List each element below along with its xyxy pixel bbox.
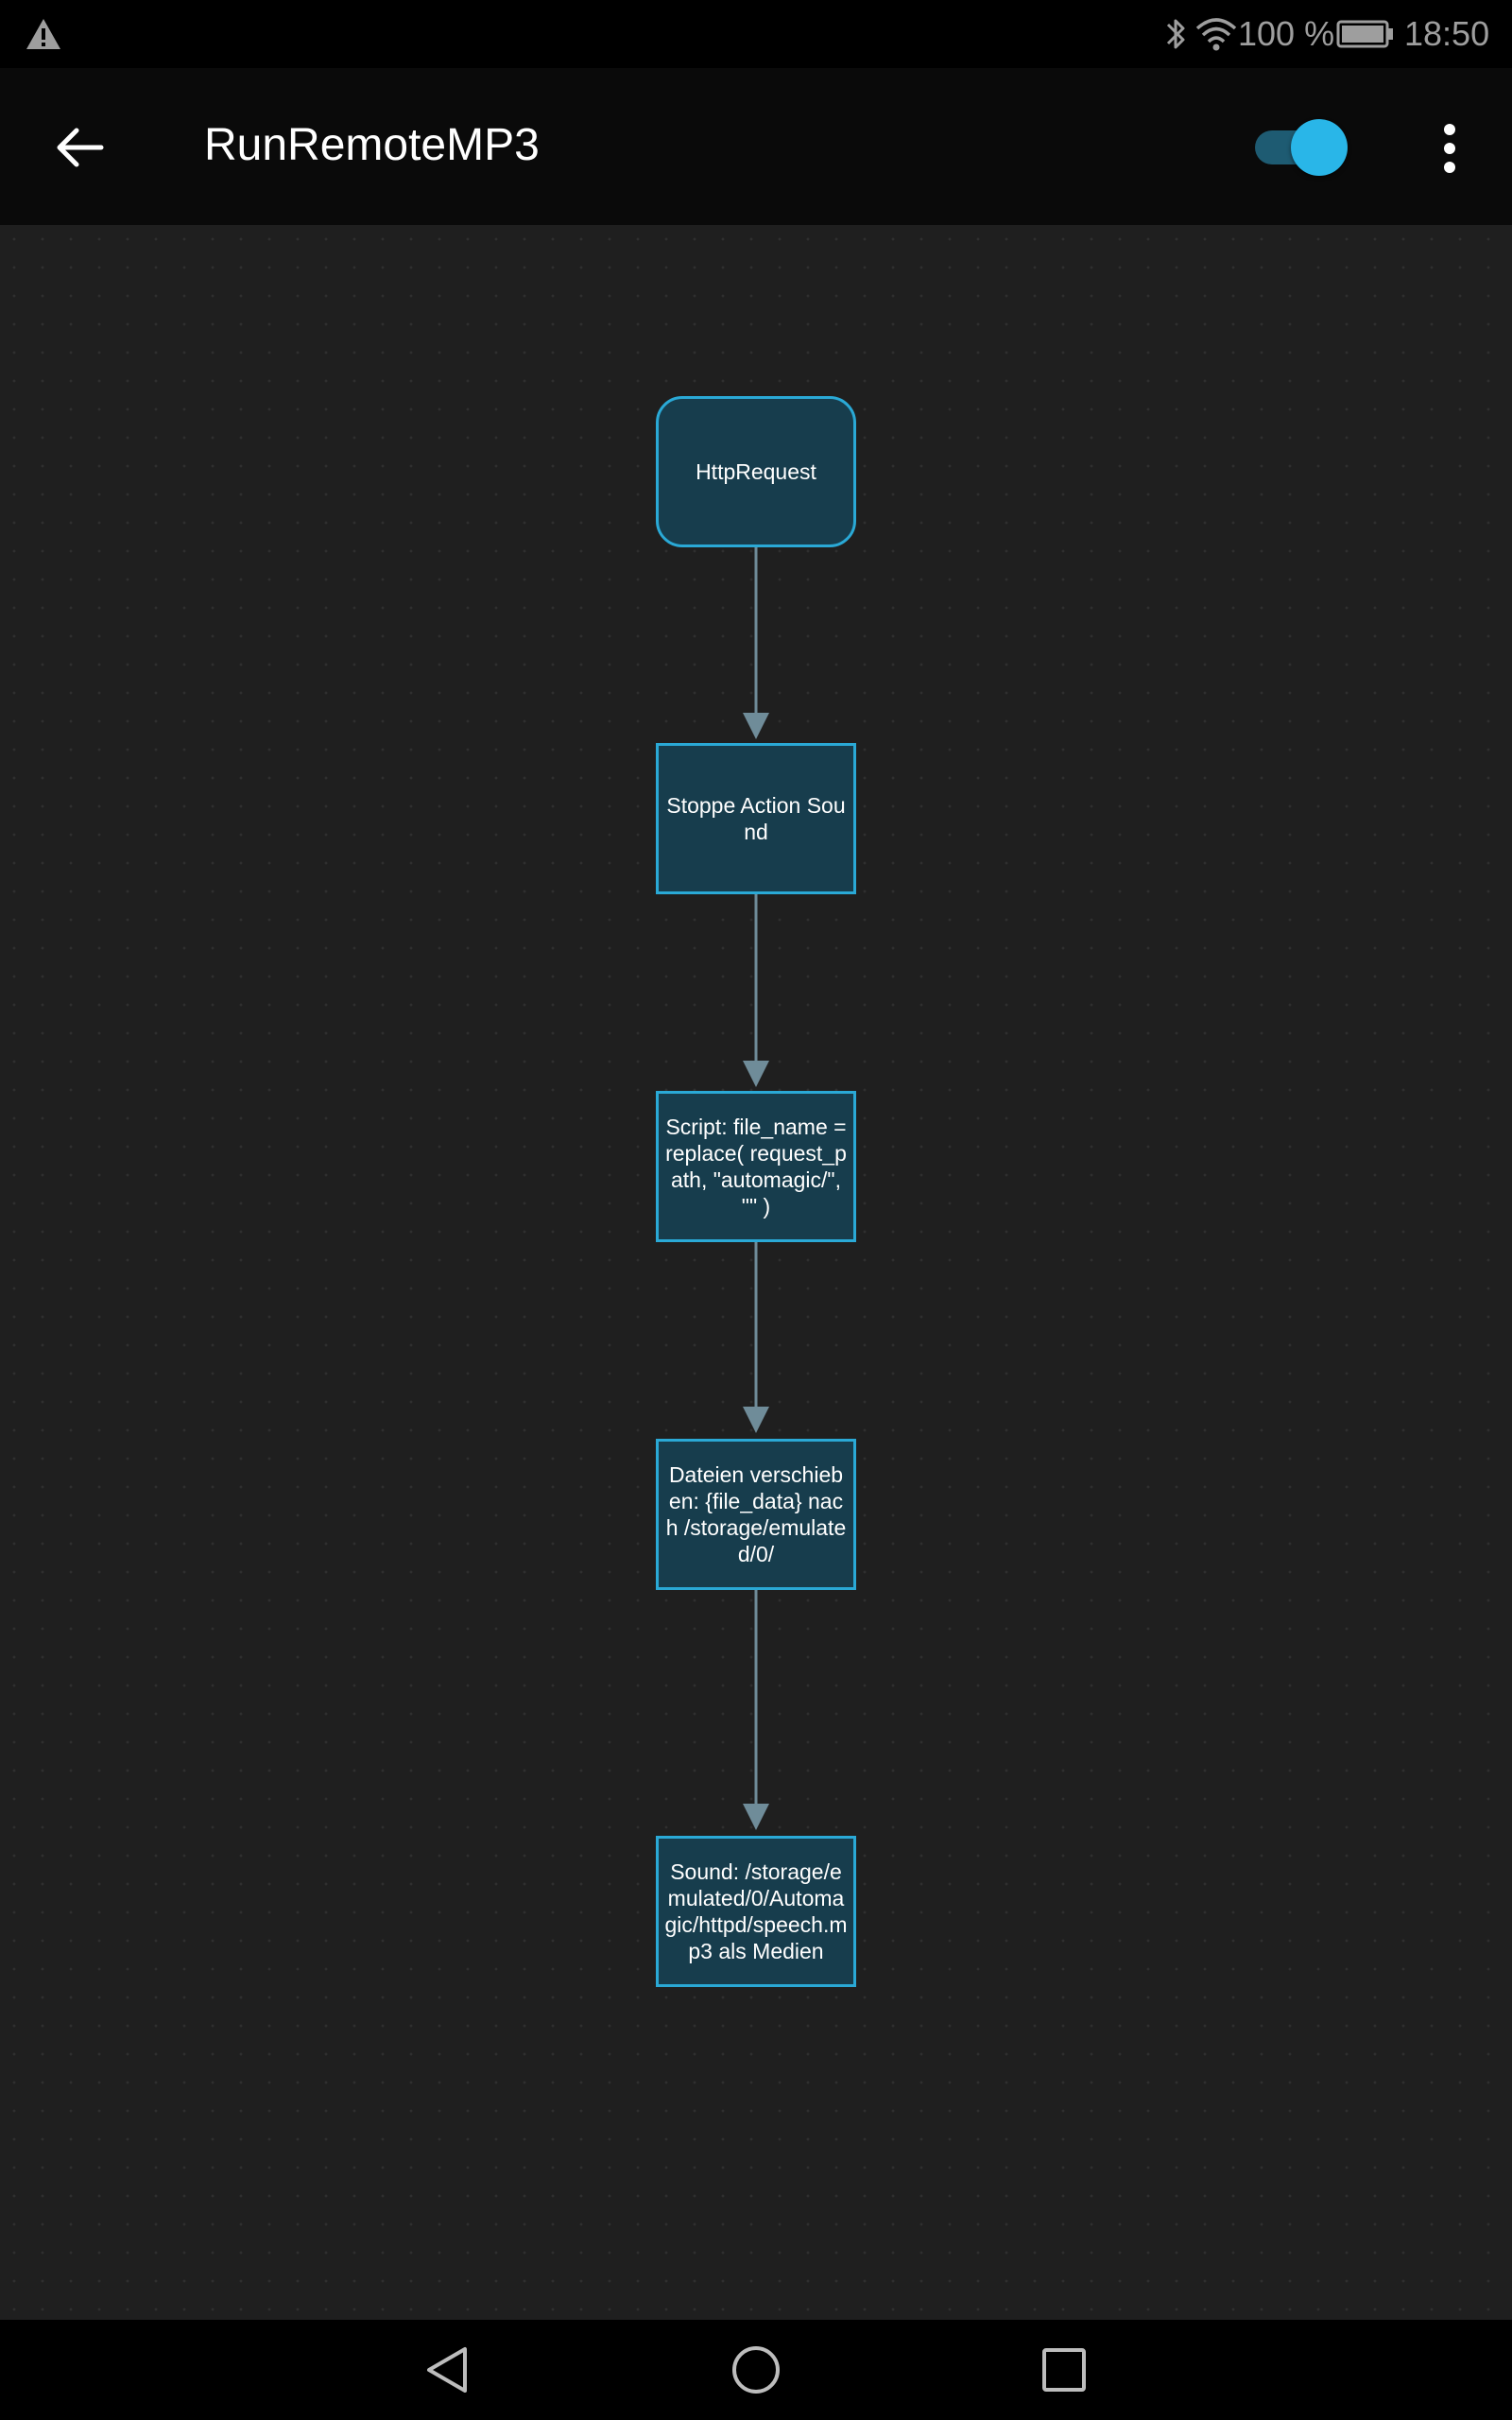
node-label: Stoppe Action Sound	[666, 793, 846, 844]
arrow-back-icon	[57, 128, 104, 167]
battery-percent: 100 %	[1238, 14, 1335, 53]
nav-home-button[interactable]	[718, 2337, 794, 2403]
flow-node-action[interactable]: Sound: /storage/emulated/0/Automagic/htt…	[656, 1836, 856, 1987]
app-toolbar: RunRemoteMP3	[0, 68, 1512, 225]
connector-arrow-1	[743, 713, 769, 739]
nav-recents-icon	[1042, 2348, 1086, 2392]
status-clock: 18:50	[1404, 14, 1490, 53]
nav-recents-button[interactable]	[1026, 2337, 1102, 2403]
connector-arrow-4	[743, 1804, 769, 1830]
nav-back-icon	[427, 2347, 467, 2393]
node-label: Script: file_name = replace( request_pat…	[665, 1115, 847, 1219]
wifi-icon	[1195, 18, 1237, 51]
page-title: RunRemoteMP3	[204, 120, 540, 170]
flow-connectors	[743, 546, 769, 1830]
flow-node-action[interactable]: Dateien verschieben: {file_data} nach /s…	[656, 1439, 856, 1590]
flow-enabled-toggle[interactable]	[1253, 119, 1348, 176]
node-label: Sound: /storage/emulated/0/Automagic/htt…	[664, 1859, 848, 1963]
system-nav-bar	[0, 2320, 1512, 2420]
connector-arrow-2	[743, 1061, 769, 1087]
warning-icon	[26, 19, 60, 49]
back-button[interactable]	[38, 110, 119, 185]
more-vert-icon	[1444, 124, 1455, 173]
overflow-menu-button[interactable]	[1421, 117, 1478, 180]
flow-node-trigger[interactable]: HttpRequest	[656, 396, 856, 547]
connector-arrow-3	[743, 1407, 769, 1433]
flow-canvas[interactable]: HttpRequest Stoppe Action Sound Script: …	[0, 225, 1512, 2320]
toggle-thumb	[1291, 119, 1348, 176]
flow-node-action[interactable]: Stoppe Action Sound	[656, 743, 856, 894]
node-label: Dateien verschieben: {file_data} nach /s…	[665, 1462, 847, 1566]
status-bar: 100 % 18:50	[0, 0, 1512, 68]
bluetooth-icon	[1166, 19, 1185, 49]
nav-back-button[interactable]	[410, 2337, 486, 2403]
flow-node-action[interactable]: Script: file_name = replace( request_pat…	[656, 1091, 856, 1242]
nav-home-icon	[732, 2346, 780, 2394]
battery-icon	[1336, 20, 1393, 48]
node-label: HttpRequest	[696, 459, 816, 484]
